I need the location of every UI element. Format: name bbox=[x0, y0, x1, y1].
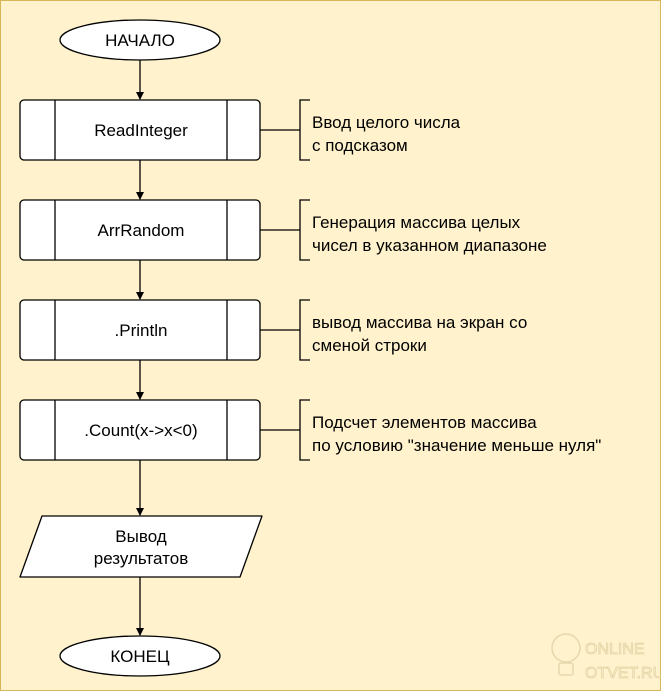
annotation-line-2: чисел в указанном диапазоне bbox=[312, 236, 547, 255]
process-step: ArrRandom bbox=[19, 199, 261, 261]
process-step: .Println bbox=[19, 299, 261, 361]
step-label: ArrRandom bbox=[98, 221, 185, 240]
output-line-1: Вывод bbox=[115, 527, 166, 546]
output-parallelogram: Вывод результатов bbox=[19, 515, 263, 578]
annotation-line-2: по условию "значение меньше нуля" bbox=[312, 436, 601, 455]
start-label: НАЧАЛО bbox=[105, 31, 175, 50]
end-terminator: КОНЕЦ bbox=[59, 635, 221, 677]
annotation: вывод массива на экран со сменой строки bbox=[260, 299, 527, 361]
watermark-logo: ONLINE OTVET.RU bbox=[551, 633, 661, 682]
annotation: Генерация массива целых чисел в указанном… bbox=[260, 199, 547, 261]
annotation: Подсчет элементов массива по условию "зна… bbox=[260, 399, 601, 461]
step-label: .Count(x->x<0) bbox=[84, 421, 197, 440]
watermark-line-2: OTVET.RU bbox=[585, 665, 661, 682]
process-step: ReadInteger bbox=[19, 99, 261, 161]
output-line-2: результатов bbox=[94, 549, 188, 568]
annotation-line-1: Генерация массива целых bbox=[312, 213, 521, 232]
step-label: ReadInteger bbox=[94, 121, 188, 140]
annotation-line-1: вывод массива на экран со bbox=[312, 313, 527, 332]
end-label: КОНЕЦ bbox=[110, 647, 170, 666]
annotation-line-2: сменой строки bbox=[312, 336, 427, 355]
start-terminator: НАЧАЛО bbox=[59, 19, 221, 61]
step-label: .Println bbox=[115, 321, 168, 340]
process-step: .Count(x->x<0) bbox=[19, 399, 261, 461]
annotation: Ввод целого числа с подсказом bbox=[260, 99, 461, 161]
watermark-line-1: ONLINE bbox=[585, 641, 645, 658]
annotation-line-2: с подсказом bbox=[312, 136, 408, 155]
annotation-line-1: Подсчет элементов массива bbox=[312, 413, 537, 432]
annotation-line-1: Ввод целого числа bbox=[312, 113, 461, 132]
